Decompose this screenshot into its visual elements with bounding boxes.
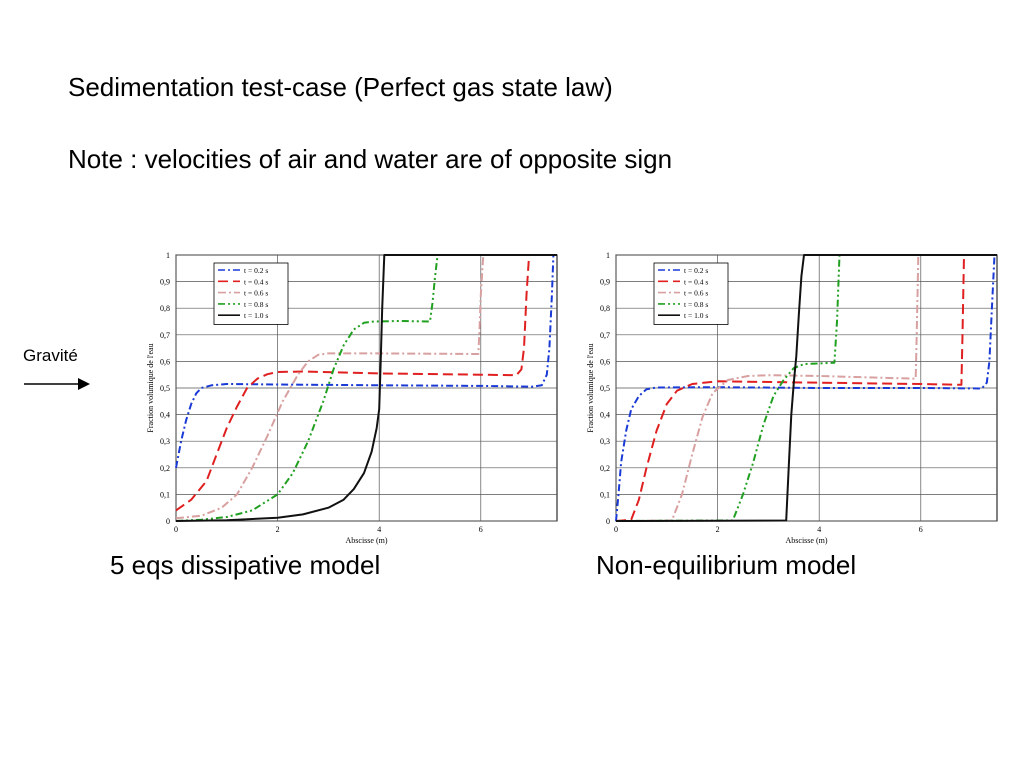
- legend-label: t = 1.0 s: [244, 311, 268, 320]
- y-tick-label: 0: [166, 517, 170, 526]
- y-tick-label: 0,3: [160, 437, 170, 446]
- series-line: [175, 254, 557, 522]
- series-line: [175, 254, 557, 520]
- legend-label: t = 0.6 s: [244, 289, 268, 298]
- series-line: [175, 254, 557, 522]
- x-axis-label: Abscisse (m): [346, 536, 388, 545]
- legend-label: t = 0.4 s: [244, 277, 268, 286]
- y-tick-label: 0,4: [160, 411, 170, 420]
- x-tick-label: 4: [817, 525, 821, 534]
- legend-label: t = 0.2 s: [244, 266, 268, 275]
- x-tick-label: 2: [716, 525, 720, 534]
- legend: [213, 262, 289, 325]
- legend-label: t = 1.0 s: [684, 311, 708, 320]
- y-axis-label: Fraction volumique de l'eau: [586, 343, 595, 432]
- y-axis-label: Fraction volumique de l'eau: [146, 343, 155, 432]
- y-tick-label: 0,7: [160, 331, 170, 340]
- chart-5eqs-dissipative: 0 0,1 0,2 0,3 0,4 0,5 0,6 0,7 0,8 0,9 1 0 2 4 6Absciss…: [146, 251, 558, 545]
- x-tick-label: 0: [614, 525, 618, 534]
- y-tick-label: 0,5: [160, 384, 170, 393]
- legend-label: t = 0.8 s: [684, 300, 708, 309]
- slide-title: Sedimentation test-case (Perfect gas sta…: [68, 72, 613, 102]
- y-tick-label: 1: [606, 251, 610, 260]
- y-tick-label: 0,7: [600, 331, 610, 340]
- y-tick-label: 0,2: [160, 464, 170, 473]
- series-line: [175, 254, 557, 468]
- series-line: [615, 254, 997, 522]
- y-tick-label: 0,1: [600, 490, 610, 499]
- caption-right: Non-equilibrium model: [596, 550, 857, 580]
- legend-label: t = 0.2 s: [684, 266, 708, 275]
- gravity-arrow-icon: [24, 378, 90, 390]
- y-tick-label: 0,4: [600, 411, 610, 420]
- y-tick-label: 0,1: [160, 490, 170, 499]
- y-tick-label: 0,9: [600, 278, 610, 287]
- y-tick-label: 0,8: [600, 304, 610, 313]
- x-tick-label: 6: [479, 525, 483, 534]
- legend-label: t = 0.6 s: [684, 289, 708, 298]
- series-line: [615, 254, 997, 522]
- y-tick-label: 0: [606, 517, 610, 526]
- legend-label: t = 0.4 s: [684, 277, 708, 286]
- y-tick-label: 0,8: [160, 304, 170, 313]
- x-axis-label: Abscisse (m): [786, 536, 828, 545]
- series-line: [615, 254, 997, 522]
- legend: [653, 262, 729, 325]
- x-tick-label: 0: [174, 525, 178, 534]
- x-tick-label: 6: [919, 525, 923, 534]
- y-tick-label: 1: [166, 251, 170, 260]
- y-tick-label: 0,6: [600, 357, 610, 366]
- y-tick-label: 0,5: [600, 384, 610, 393]
- gravity-label: Gravité: [23, 346, 78, 365]
- y-tick-label: 0,6: [160, 357, 170, 366]
- y-tick-label: 0,9: [160, 278, 170, 287]
- caption-left: 5 eqs dissipative model: [110, 550, 381, 580]
- chart-non-equilibrium: 0 0,1 0,2 0,3 0,4 0,5 0,6 0,7 0,8 0,9 1 0 2 4 6Absciss…: [586, 251, 998, 545]
- y-tick-label: 0,2: [600, 464, 610, 473]
- x-tick-label: 4: [377, 525, 381, 534]
- series-line: [615, 254, 997, 522]
- x-tick-label: 2: [276, 525, 280, 534]
- series-line: [615, 254, 997, 522]
- y-tick-label: 0,3: [600, 437, 610, 446]
- slide-note: Note : velocities of air and water are o…: [68, 144, 673, 174]
- legend-label: t = 0.8 s: [244, 300, 268, 309]
